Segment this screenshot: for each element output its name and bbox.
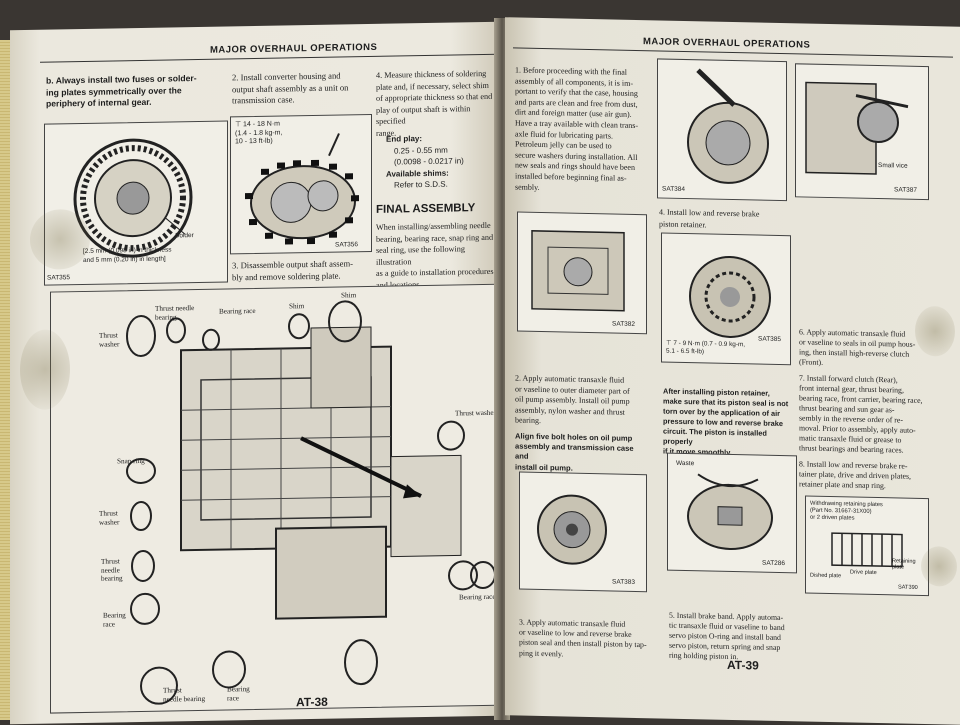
figure-sat390: Withdrawing retaining plates(Part No. 31… [805, 495, 929, 597]
small-vice-label: Small vice [878, 162, 908, 170]
figure-id: SAT355 [47, 274, 71, 282]
callout-bearing-race-top: Bearing race [219, 306, 256, 316]
header-rule [40, 53, 498, 63]
right-page: MAJOR OVERHAUL OPERATIONS 1. Before proc… [505, 17, 960, 725]
page-stain [921, 545, 957, 587]
figure-id: SAT383 [612, 578, 636, 586]
servo-piston-illustration [805, 81, 909, 175]
figure-sat383: SAT383 [519, 471, 647, 593]
drive-plate-label: Drive plate [850, 569, 877, 577]
figure-sat384: SAT384 [657, 58, 787, 202]
figure-id: SAT390 [898, 584, 918, 591]
solder-spec-2: and 5 mm (0.20 in) in length] [83, 255, 166, 265]
left-page: MAJOR OVERHAUL OPERATIONS b. Always inst… [10, 21, 500, 725]
piston-retainer-note: After installing piston retainer,make su… [663, 386, 789, 457]
callout-bearing-race-right: Bearing race [459, 592, 496, 602]
end-play-spec: End play: 0.25 - 0.55 mm (0.0098 - 0.021… [386, 134, 464, 190]
solder-label: Solder [175, 232, 194, 240]
step-b-text: b. Always install two fuses or solder-in… [46, 73, 197, 109]
right-page-header: MAJOR OVERHAUL OPERATIONS [643, 36, 811, 51]
ring-gear-illustration [73, 138, 193, 258]
callout-thrust-washer-right: Thrust washer [455, 408, 496, 418]
figure-id: SAT387 [894, 186, 918, 194]
clutch-plates-illustration [831, 532, 903, 568]
page-edge [0, 40, 12, 720]
figure-id: SAT286 [762, 559, 786, 568]
step-3-text: 3. Disassemble output shaft assem-bly an… [232, 258, 354, 282]
oil-pump-illustration [537, 494, 607, 565]
piston-install-illustration [687, 68, 769, 184]
page-stain [915, 305, 955, 357]
figure-id: SAT385 [758, 335, 782, 344]
figure-sat355: Solder [2.5 mm (0.098 in) in thickness a… [44, 120, 228, 286]
transmission-case-illustration [531, 230, 625, 312]
torque-spec: ⊤ 7 - 9 N·m (0.7 - 0.9 kg-m, 5.1 - 6.5 f… [666, 339, 746, 355]
left-page-header: MAJOR OVERHAUL OPERATIONS [210, 41, 378, 56]
left-page-number: AT-38 [296, 694, 328, 710]
figure-sat286: Waste SAT286 [667, 452, 797, 574]
step-5-text: 5. Install brake band. Apply automa-tic … [669, 610, 785, 662]
callout-snap-ring: Snap ring [117, 456, 145, 466]
piston-retainer-illustration [689, 255, 771, 338]
final-assembly-heading: FINAL ASSEMBLY [376, 202, 476, 216]
transaxle-cross-section [126, 300, 496, 705]
figure-id: SAT356 [335, 241, 359, 249]
bolt-pattern-illustration [245, 133, 359, 245]
step-8-text: 8. Install low and reverse brake re-tain… [799, 459, 911, 491]
callout-shim-1: Shim [289, 302, 305, 311]
figure-sat385: SAT385 ⊤ 7 - 9 N·m (0.7 - 0.9 kg-m, 5.1 … [661, 232, 791, 366]
figure-id: SAT382 [612, 320, 636, 328]
figure-sat382: SAT382 [517, 211, 647, 335]
right-page-number: AT-39 [727, 657, 759, 673]
step-7-text: 7. Install forward clutch (Rear),front i… [799, 373, 923, 455]
figure-sat387: Small vice SAT387 [795, 63, 929, 201]
dished-plate-label: Dished plate [810, 572, 842, 580]
figure-sat356: ⊤ 14 - 18 N·m (1.4 - 1.8 kg-m,10 - 13 ft… [230, 113, 372, 255]
figure-id: SAT384 [662, 185, 686, 194]
brake-band-illustration [687, 473, 773, 550]
callout-shim-2: Shim [341, 291, 357, 300]
